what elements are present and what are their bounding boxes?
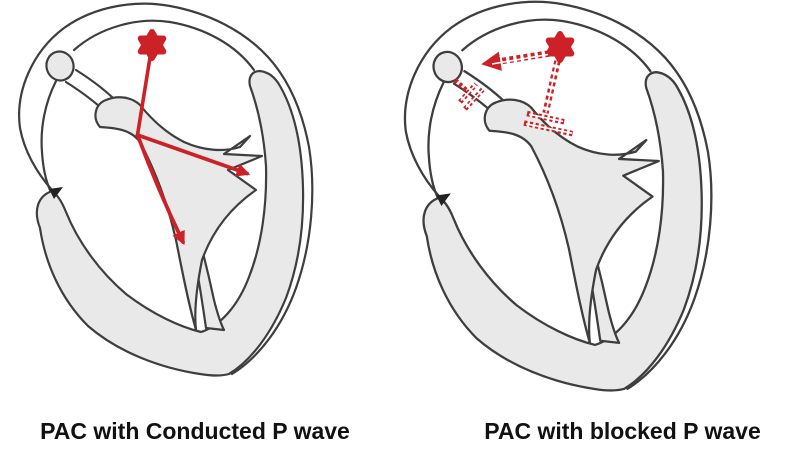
panel-right-heart (403, 0, 713, 392)
av-line-split (545, 61, 558, 113)
caption-left: PAC with Conducted P wave (40, 418, 350, 444)
conducted-pathway-overlay (135, 29, 251, 246)
sa-block-icon (453, 78, 486, 111)
blocked-pathway-overlay (453, 31, 575, 137)
ectopic-focus-icon (137, 29, 167, 61)
heart-illustration (18, 2, 314, 377)
conduction-arrow-right-ventricle (135, 133, 251, 177)
panel-left-heart (18, 2, 314, 377)
caption-right: PAC with blocked P wave (484, 418, 761, 444)
av-block-icon (523, 110, 575, 137)
ectopic-focus-icon (545, 31, 575, 63)
atrial-conduction-line (135, 55, 152, 137)
conduction-arrow-septum (135, 133, 185, 246)
arrow-split-line (491, 53, 549, 65)
retrograde-atrial-arrow (481, 50, 550, 71)
